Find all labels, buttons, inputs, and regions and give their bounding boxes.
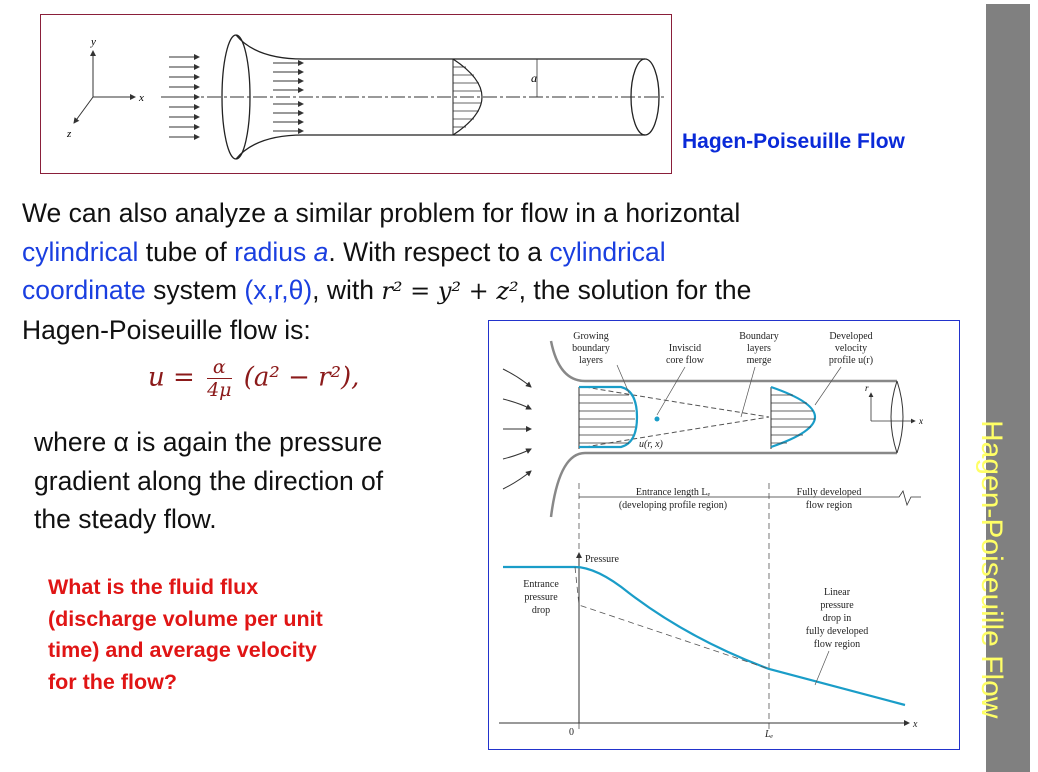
label-linear-4: fully developed — [806, 626, 868, 637]
intro-paragraph: We can also analyze a similar problem fo… — [22, 194, 942, 349]
axis-x-label: x — [138, 92, 144, 104]
question-line-4: for the flow? — [48, 669, 177, 694]
label-growing-3: layers — [579, 355, 603, 366]
para-line-3: coordinate system (x,r,θ), with r² = y² … — [22, 275, 752, 305]
alpha-explanation: where α is again the pressure gradient a… — [34, 423, 474, 539]
x-label: x — [918, 416, 923, 426]
label-developed-2: velocity — [835, 343, 867, 354]
label-inviscid-2: core flow — [666, 355, 705, 366]
developing-flow-drawing: r x Growing boundary layers Inviscid cor… — [499, 331, 923, 740]
radius-label: a — [531, 71, 537, 85]
label-developed-1: Developed — [829, 331, 872, 342]
label-merge-3: merge — [747, 355, 772, 366]
label-x-axis: x — [912, 719, 918, 730]
question-line-2: (discharge volume per unit — [48, 606, 323, 631]
label-le: Lₑ — [764, 729, 774, 740]
label-merge-1: Boundary — [739, 331, 778, 342]
label-pressure: Pressure — [585, 554, 619, 565]
label-growing-2: boundary — [572, 343, 610, 354]
label-developed-3: profile u(r) — [829, 355, 873, 366]
label-linear-1: Linear — [824, 587, 851, 598]
label-fully-2: flow region — [806, 500, 852, 511]
explain-line-1: where α is again the pressure — [34, 427, 383, 457]
label-drop-1: Entrance — [523, 579, 559, 590]
label-fully-1: Fully developed — [797, 487, 862, 498]
label-entrance-2: (developing profile region) — [619, 500, 727, 511]
pipe-entrance-figure: y x z — [40, 14, 672, 174]
question-line-3: time) and average velocity — [48, 638, 317, 662]
label-linear-5: flow region — [814, 639, 860, 650]
para-line-4: Hagen-Poiseuille flow is: — [22, 314, 311, 345]
label-linear-3: drop in — [823, 613, 852, 624]
pipe-entrance-drawing: y x z — [66, 34, 667, 160]
developing-flow-figure: r x Growing boundary layers Inviscid cor… — [488, 320, 960, 750]
question-text: What is the fluid flux (discharge volume… — [48, 572, 408, 698]
label-merge-2: layers — [747, 343, 771, 354]
label-drop-3: drop — [532, 605, 550, 616]
axis-z-label: z — [66, 128, 72, 140]
label-entrance-1: Entrance length Lₑ — [636, 487, 711, 498]
axis-y-label: y — [90, 36, 96, 48]
explain-line-3: the steady flow. — [34, 504, 217, 534]
solution-equation: u = α 4μ (a² − r²), — [148, 356, 360, 401]
label-drop-2: pressure — [524, 592, 558, 603]
label-linear-2: pressure — [820, 600, 854, 611]
para-line-1: We can also analyze a similar problem fo… — [22, 198, 741, 228]
label-zero: 0 — [569, 727, 574, 738]
explain-line-2: gradient along the direction of — [34, 465, 384, 496]
r-label: r — [865, 383, 869, 393]
label-u: u(r, x) — [639, 439, 664, 450]
question-line-1: What is the fluid flux — [48, 575, 259, 599]
para-line-2: cylindrical tube of radius a. With respe… — [22, 236, 666, 267]
sidebar-bar — [986, 4, 1030, 772]
label-inviscid-1: Inviscid — [669, 343, 701, 354]
label-growing-1: Growing — [573, 331, 609, 342]
sidebar-title: Hagen-Poiseuille Flow — [975, 420, 1008, 719]
figure-caption: Hagen-Poiseuille Flow — [682, 130, 905, 153]
